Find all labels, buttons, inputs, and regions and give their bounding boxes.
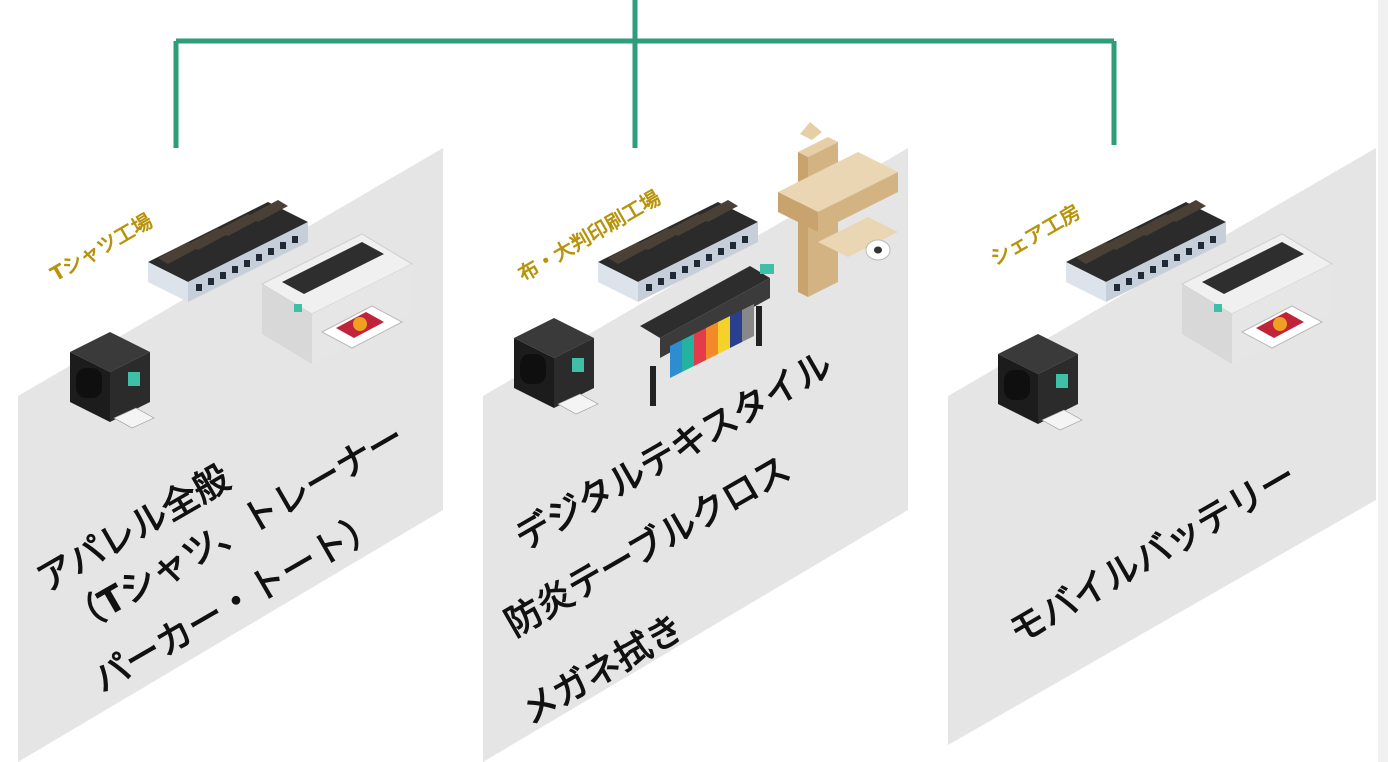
scrollbar[interactable]	[1378, 0, 1388, 762]
panel-textile-factory	[483, 148, 908, 762]
connector-lines	[173, 0, 1117, 148]
